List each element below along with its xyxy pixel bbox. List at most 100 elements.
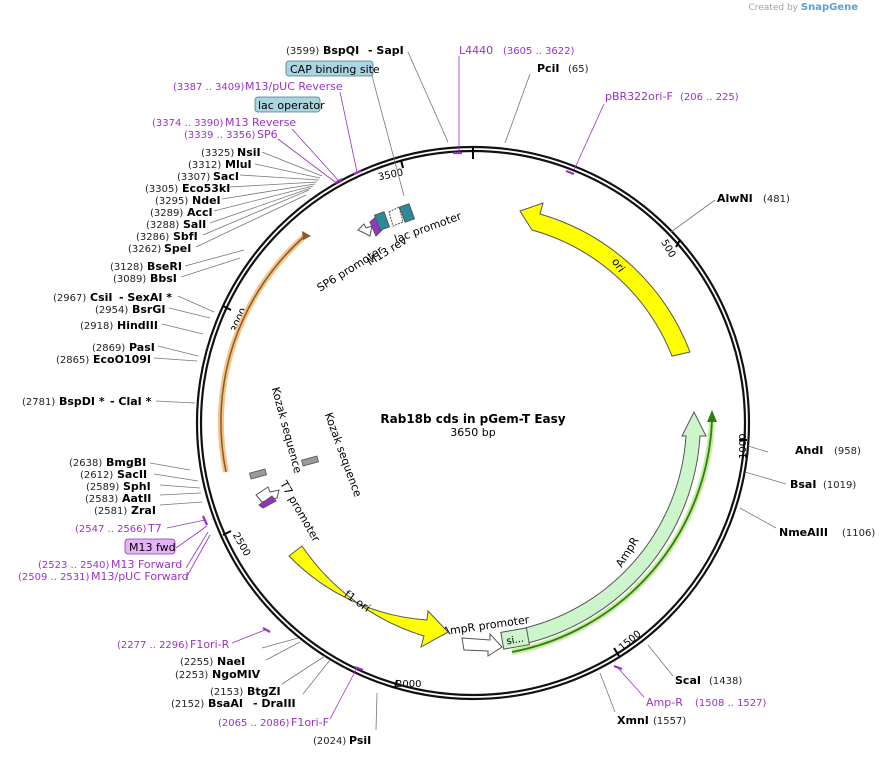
- ampr-promoter-arrow: [461, 632, 503, 657]
- primer-pos-pbr322: (206 .. 225): [680, 92, 739, 103]
- enzyme-acci[interactable]: AccI: [187, 206, 213, 219]
- plasmid-length: 3650 bp: [450, 426, 495, 439]
- ampr-ring: [511, 419, 715, 655]
- primer-marks: [201, 151, 623, 672]
- enzyme-pos-alwni: (481): [763, 194, 790, 205]
- position-ticks: [222, 147, 747, 689]
- primer-m13-reverse[interactable]: M13 Reverse: [225, 116, 296, 129]
- enzyme-mlui[interactable]: MluI: [225, 158, 252, 171]
- leader-lines: [149, 51, 787, 731]
- enzyme-scai[interactable]: ScaI: [675, 674, 701, 687]
- primer-pos-amp-r: (1508 .. 1527): [695, 698, 767, 709]
- enzyme-pos-btgzi: (2153): [210, 687, 243, 698]
- enzyme-ecoo109i[interactable]: EcoO109I: [93, 353, 151, 366]
- enzyme-btgzi[interactable]: BtgZI: [247, 685, 281, 698]
- enzyme-bsrgi[interactable]: BsrGI: [132, 303, 165, 316]
- primer-sp6[interactable]: SP6: [257, 128, 278, 141]
- primer-amp-r[interactable]: Amp-R: [646, 696, 683, 709]
- lac-promoter-arrow: [388, 206, 404, 227]
- enzyme-csii[interactable]: CsiI: [90, 291, 112, 304]
- enzyme-xmni[interactable]: XmnI: [617, 714, 649, 727]
- primer-m13-forward[interactable]: M13 Forward: [111, 558, 182, 571]
- snapgene-logo: SnapGene: [800, 2, 858, 13]
- enzyme-pos-bseri: (3128): [110, 262, 143, 273]
- enzyme-sacii[interactable]: SacII: [117, 468, 147, 481]
- enzyme-eco53ki[interactable]: Eco53kI: [182, 182, 230, 195]
- enzyme-aatii[interactable]: AatII: [122, 492, 151, 505]
- enzyme-pasi[interactable]: PasI: [129, 341, 155, 354]
- enzyme-pos-nmeaiii: (1106): [842, 528, 875, 539]
- primer-f1ori-r[interactable]: F1ori-R: [190, 638, 230, 651]
- enzyme-pos-pasi: (2869): [92, 343, 125, 354]
- enzyme-bsaai[interactable]: BsaAI: [208, 697, 243, 710]
- primer-m13puc-rev[interactable]: M13/pUC Reverse: [245, 80, 343, 93]
- kozak-box-1: [249, 468, 267, 480]
- enzyme-pos-saci: (3307): [177, 172, 210, 183]
- enzyme-pos-naei: (2255): [180, 657, 213, 668]
- enzyme-sapi[interactable]: - SapI: [368, 44, 404, 57]
- enzyme-ngomiv[interactable]: NgoMIV: [212, 668, 261, 681]
- enzyme-pcii[interactable]: PciI: [537, 62, 559, 75]
- enzyme-sbfi[interactable]: SbfI: [173, 230, 198, 243]
- kozak-label-1: Kozak sequence: [269, 386, 305, 475]
- enzyme-pos-xmni: (1557): [653, 716, 686, 727]
- plasmid-title: Rab18b cds in pGem-T Easy: [380, 412, 565, 426]
- enzyme-sexai[interactable]: - SexAI *: [119, 291, 172, 304]
- enzyme-psii[interactable]: PsiI: [349, 734, 371, 747]
- enzyme-bspqi[interactable]: BspQI: [323, 44, 359, 57]
- primer-t7[interactable]: T7: [147, 522, 162, 535]
- enzyme-naei[interactable]: NaeI: [217, 655, 245, 668]
- enzyme-pos-hindiii: (2918): [80, 321, 113, 332]
- enzyme-nsii[interactable]: NsiI: [237, 146, 261, 159]
- cap-binding-box[interactable]: [285, 60, 374, 77]
- enzyme-spei[interactable]: SpeI: [164, 242, 191, 255]
- enzyme-bmgbi[interactable]: BmgBI: [106, 456, 146, 469]
- enzyme-sphi[interactable]: SphI: [123, 480, 151, 493]
- enzyme-pos-bsaai: (2152): [171, 699, 204, 710]
- enzyme-ndei[interactable]: NdeI: [192, 194, 221, 207]
- enzyme-bbsi[interactable]: BbsI: [150, 272, 177, 285]
- enzyme-bspdi[interactable]: BspDI *: [59, 395, 105, 408]
- enzyme-pos-sphi: (2589): [86, 482, 119, 493]
- enzyme-pos-ndei: (3295): [155, 196, 188, 207]
- enzyme-pos-bsai: (1019): [823, 480, 856, 491]
- lac-operator-feature: [398, 203, 416, 223]
- enzyme-bsai[interactable]: BsaI: [790, 478, 816, 491]
- enzyme-ahdi[interactable]: AhdI: [795, 444, 823, 457]
- enzyme-bseri[interactable]: BseRI: [147, 260, 182, 273]
- primer-f1ori-f[interactable]: F1ori-F: [291, 716, 329, 729]
- m13-fwd-label: M13 fwd: [129, 541, 176, 554]
- enzyme-zrai[interactable]: ZraI: [131, 504, 156, 517]
- enzyme-pos-aatii: (2583): [85, 494, 118, 505]
- enzyme-pos-bsrgi: (2954): [95, 305, 128, 316]
- primer-m13puc-fwd[interactable]: M13/pUC Forward: [91, 570, 189, 583]
- signal-seq-label: si...: [506, 634, 525, 648]
- lac-operator-box[interactable]: [254, 96, 321, 113]
- enzyme-alwni[interactable]: AlwNI: [717, 192, 753, 205]
- sp6-promoter-arrow: [357, 223, 373, 237]
- enzyme-pos-bspqi: (3599): [286, 46, 319, 57]
- enzyme-pos-ecoo109i: (2865): [56, 355, 89, 366]
- enzyme-clai[interactable]: - ClaI *: [110, 395, 152, 408]
- enzyme-nmeaiii[interactable]: NmeAIII: [779, 526, 828, 539]
- primer-pos-m13-reverse: (3374 .. 3390): [152, 118, 224, 129]
- enzyme-pos-zrai: (2581): [94, 506, 127, 517]
- m13-fwd-feature: [258, 495, 277, 509]
- enzyme-sali[interactable]: SalI: [183, 218, 206, 231]
- enzyme-pos-ngomiv: (2253): [175, 670, 208, 681]
- primer-pos-f1ori-r: (2277 .. 2296): [117, 640, 189, 651]
- enzyme-saci[interactable]: SacI: [213, 170, 239, 183]
- primer-pos-f1ori-f: (2065 .. 2086): [218, 718, 290, 729]
- enzyme-pos-scai: (1438): [709, 676, 742, 687]
- primer-pbr322[interactable]: pBR322ori-F: [605, 90, 673, 103]
- primer-pos-l4440: (3605 .. 3622): [503, 46, 575, 57]
- credit-prefix: Created by: [748, 3, 798, 13]
- primer-l4440[interactable]: L4440: [459, 44, 493, 57]
- ampr-arrow: [524, 410, 707, 644]
- enzyme-draiii[interactable]: - DraIII: [253, 697, 296, 710]
- enzyme-pos-ahdi: (958): [834, 446, 861, 457]
- tick-2500: 2500: [230, 531, 252, 559]
- m13-fwd-box[interactable]: [124, 538, 176, 555]
- enzyme-hindiii[interactable]: HindIII: [117, 319, 158, 332]
